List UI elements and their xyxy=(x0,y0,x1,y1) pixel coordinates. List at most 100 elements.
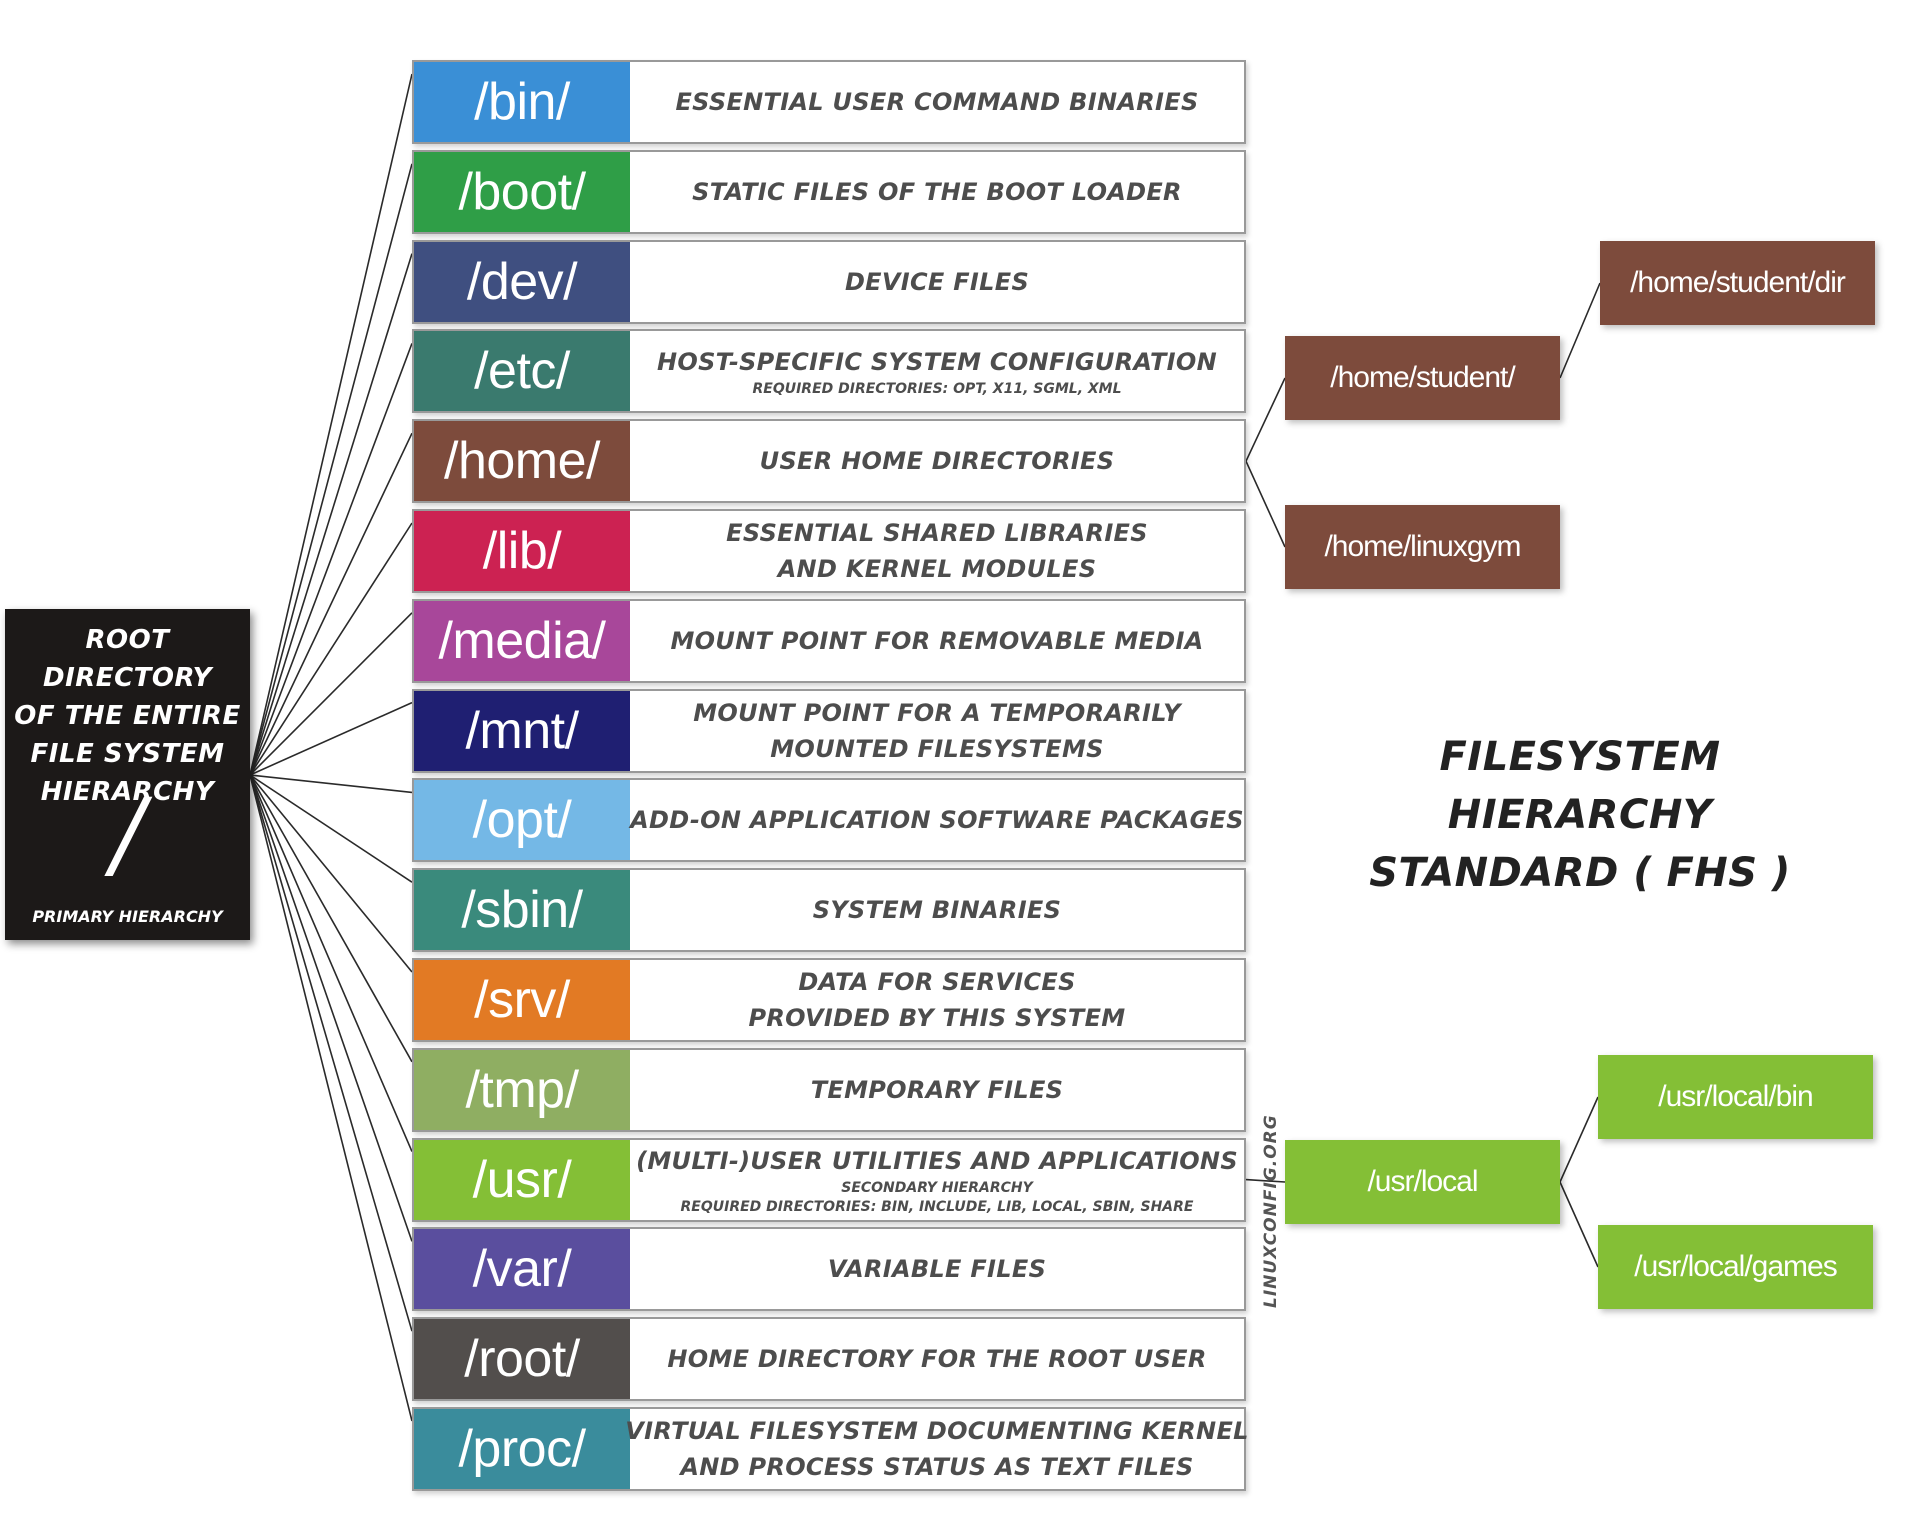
watermark: LINUXCONFIG.ORG xyxy=(1261,1114,1281,1308)
root-connector-root xyxy=(249,774,413,1332)
home-to-linuxgym-connector xyxy=(1245,460,1286,548)
root-connector-etc xyxy=(249,343,413,776)
dir-description-line: VIRTUAL FILESYSTEM DOCUMENTING KERNEL xyxy=(625,1417,1249,1445)
dir-description-bin: ESSENTIAL USER COMMAND BINARIES xyxy=(630,62,1244,142)
dir-description-line: DEVICE FILES xyxy=(844,268,1030,296)
root-connector-mnt xyxy=(249,701,413,776)
root-connector-media xyxy=(249,612,413,776)
dir-description-proc: VIRTUAL FILESYSTEM DOCUMENTING KERNEL AND… xyxy=(625,1409,1248,1489)
dir-row-dev[interactable]: /dev/DEVICE FILES xyxy=(412,240,1246,324)
root-connector-tmp xyxy=(249,774,413,1063)
dir-row-bin[interactable]: /bin/ESSENTIAL USER COMMAND BINARIES xyxy=(412,60,1246,144)
dir-description-boot: STATIC FILES OF THE BOOT LOADER xyxy=(630,152,1244,232)
dir-description-line: TEMPORARY FILES xyxy=(810,1076,1064,1104)
dir-row-srv[interactable]: /srv/DATA FOR SERVICES PROVIDED BY THIS S… xyxy=(412,958,1246,1042)
dir-name-media: /media/ xyxy=(414,601,630,681)
dir-description-line: HOST-SPECIFIC SYSTEM CONFIGURATION xyxy=(657,347,1217,376)
dir-name-mnt: /mnt/ xyxy=(414,691,630,771)
dir-name-root: /root/ xyxy=(414,1319,630,1399)
dir-name-bin: /bin/ xyxy=(414,62,630,142)
usr-to-local-connector xyxy=(1245,1178,1286,1183)
dir-description-media: MOUNT POINT FOR REMOVABLE MEDIA xyxy=(630,601,1244,681)
root-directory-box[interactable]: ROOT DIRECTORY OF THE ENTIRE FILE SYSTEM… xyxy=(5,609,250,940)
dir-description-srv: DATA FOR SERVICES PROVIDED BY THIS SYSTEM xyxy=(630,960,1244,1040)
dir-name-dev: /dev/ xyxy=(414,242,630,322)
root-connector-srv xyxy=(249,774,413,973)
dir-row-sbin[interactable]: /sbin/SYSTEM BINARIES xyxy=(412,868,1246,952)
dir-name-lib: /lib/ xyxy=(414,511,630,591)
dir-description-line: VARIABLE FILES xyxy=(827,1255,1047,1283)
dir-description-line: (MULTI-)USER UTILITIES AND APPLICATIONS xyxy=(636,1147,1238,1175)
dir-name-sbin: /sbin/ xyxy=(414,870,630,950)
dir-description-dev: DEVICE FILES xyxy=(630,242,1244,322)
dir-name-var: /var/ xyxy=(414,1229,630,1309)
home-to-student-connector xyxy=(1245,377,1286,462)
dir-description-line: DATA FOR SERVICES xyxy=(798,968,1076,996)
dir-name-opt: /opt/ xyxy=(414,780,630,860)
dir-description-line: SYSTEM BINARIES xyxy=(812,896,1062,924)
dir-row-mnt[interactable]: /mnt/MOUNT POINT FOR A TEMPORARILY MOUNTE… xyxy=(412,689,1246,773)
dir-description-root: HOME DIRECTORY FOR THE ROOT USER xyxy=(630,1319,1244,1399)
dir-row-media[interactable]: /media/MOUNT POINT FOR REMOVABLE MEDIA xyxy=(412,599,1246,683)
dir-name-etc: /etc/ xyxy=(414,331,630,411)
diagram-title: FILESYSTEM HIERARCHY STANDARD ( FHS ) xyxy=(1369,734,1791,896)
root-connector-opt xyxy=(249,774,413,794)
root-connector-sbin xyxy=(249,774,413,883)
dir-description-line: ADD-ON APPLICATION SOFTWARE PACKAGES xyxy=(630,806,1244,834)
dir-description-home: USER HOME DIRECTORIES xyxy=(630,421,1244,501)
dir-row-var[interactable]: /var/VARIABLE FILES xyxy=(412,1227,1246,1311)
dir-row-tmp[interactable]: /tmp/TEMPORARY FILES xyxy=(412,1048,1246,1132)
dir-description-opt: ADD-ON APPLICATION SOFTWARE PACKAGES xyxy=(630,780,1244,860)
dir-description-line: REQUIRED DIRECTORIES: BIN, INCLUDE, LIB,… xyxy=(680,1199,1194,1215)
local-to-bin-connector xyxy=(1559,1096,1599,1183)
dir-description-sbin: SYSTEM BINARIES xyxy=(630,870,1244,950)
local-to-games-connector xyxy=(1559,1181,1599,1268)
root-description: ROOT DIRECTORY OF THE ENTIRE FILE SYSTEM… xyxy=(14,625,241,807)
root-connector-bin xyxy=(249,73,413,776)
dir-description-line: AND PROCESS STATUS AS TEXT FILES xyxy=(680,1453,1194,1481)
dir-row-usr[interactable]: /usr/(MULTI-)USER UTILITIES AND APPLICAT… xyxy=(412,1138,1246,1222)
root-connector-var xyxy=(249,774,413,1242)
dir-description-line: REQUIRED DIRECTORIES: OPT, X11, SGML, XM… xyxy=(752,380,1122,397)
dir-description-line: HOME DIRECTORY FOR THE ROOT USER xyxy=(667,1345,1207,1373)
dir-name-tmp: /tmp/ xyxy=(414,1050,630,1130)
dir-description-usr: (MULTI-)USER UTILITIES AND APPLICATIONS S… xyxy=(630,1140,1244,1220)
dir-row-opt[interactable]: /opt/ADD-ON APPLICATION SOFTWARE PACKAGE… xyxy=(412,778,1246,862)
dir-description-line: MOUNT POINT FOR REMOVABLE MEDIA xyxy=(670,627,1204,655)
root-connector-dev xyxy=(249,253,413,776)
dir-row-proc[interactable]: /proc/VIRTUAL FILESYSTEM DOCUMENTING KER… xyxy=(412,1407,1248,1491)
dir-row-etc[interactable]: /etc/HOST-SPECIFIC SYSTEM CONFIGURATION R… xyxy=(412,329,1246,413)
dir-description-line: PROVIDED BY THIS SYSTEM xyxy=(748,1004,1126,1032)
dir-description-line: ESSENTIAL USER COMMAND BINARIES xyxy=(675,88,1199,116)
dir-name-srv: /srv/ xyxy=(414,960,630,1040)
root-symbol: / xyxy=(111,778,144,890)
root-subtitle: PRIMARY HIERARCHY xyxy=(32,907,223,926)
subdir-home-student[interactable]: /home/student/ xyxy=(1285,336,1560,420)
root-connector-usr xyxy=(249,774,413,1152)
dir-description-tmp: TEMPORARY FILES xyxy=(630,1050,1244,1130)
dir-description-line: USER HOME DIRECTORIES xyxy=(759,447,1115,475)
dir-description-line: MOUNTED FILESYSTEMS xyxy=(770,735,1104,763)
root-connector-proc xyxy=(249,774,413,1422)
subdir-usr-local-games[interactable]: /usr/local/games xyxy=(1598,1225,1873,1309)
dir-description-line: MOUNT POINT FOR A TEMPORARILY xyxy=(693,699,1181,727)
dir-name-home: /home/ xyxy=(414,421,630,501)
dir-row-home[interactable]: /home/USER HOME DIRECTORIES xyxy=(412,419,1246,503)
dir-description-line: SECONDARY HIERARCHY xyxy=(841,1180,1033,1196)
subdir-home-linuxgym[interactable]: /home/linuxgym xyxy=(1285,505,1560,589)
subdir-usr-local[interactable]: /usr/local xyxy=(1285,1140,1560,1224)
dir-row-boot[interactable]: /boot/STATIC FILES OF THE BOOT LOADER xyxy=(412,150,1246,234)
dir-description-line: STATIC FILES OF THE BOOT LOADER xyxy=(692,178,1182,206)
subdir-home-student-dir[interactable]: /home/student/dir xyxy=(1600,241,1875,325)
dir-name-usr: /usr/ xyxy=(414,1140,630,1220)
subdir-usr-local-bin[interactable]: /usr/local/bin xyxy=(1598,1055,1873,1139)
dir-description-etc: HOST-SPECIFIC SYSTEM CONFIGURATION REQUIR… xyxy=(630,331,1244,411)
dir-description-var: VARIABLE FILES xyxy=(630,1229,1244,1309)
dir-description-line: AND KERNEL MODULES xyxy=(777,555,1097,583)
dir-row-root[interactable]: /root/HOME DIRECTORY FOR THE ROOT USER xyxy=(412,1317,1246,1401)
student-to-dir-connector xyxy=(1559,282,1601,379)
